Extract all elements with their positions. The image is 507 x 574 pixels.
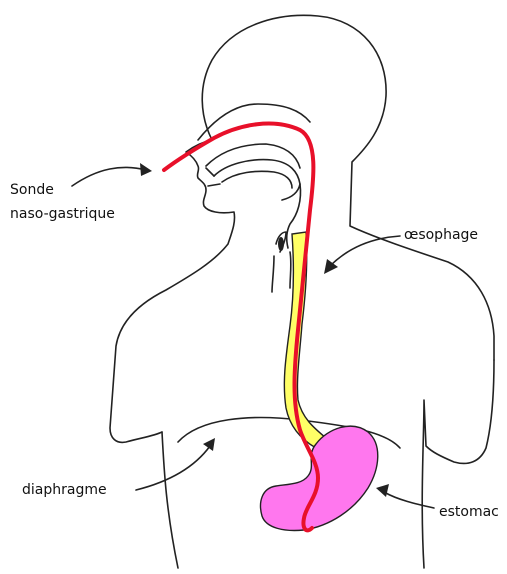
arrow-icon [140, 163, 152, 176]
trachea-line [290, 252, 291, 288]
torso-left-outline [162, 432, 178, 568]
label-sonde-line2: naso-gastrique [10, 203, 115, 225]
label-oesophage: œsophage [404, 224, 478, 246]
label-diaphragme: diaphragme [22, 479, 107, 501]
label-sonde-line1: Sonde [10, 179, 54, 201]
tongue [222, 171, 292, 188]
teeth-lower [208, 184, 220, 186]
label-estomac: estomac [439, 501, 499, 523]
arrow-oesophage [330, 236, 400, 266]
arrow-estomac [384, 492, 434, 508]
larynx-line [272, 256, 274, 292]
arrow-icon [376, 484, 389, 497]
nasal-cavity [198, 104, 310, 140]
vocal-cord-left [278, 237, 284, 251]
torso-right-outline [422, 360, 494, 568]
arrow-sonde [72, 167, 146, 186]
arrow-diaphragme [136, 446, 210, 490]
teeth-upper [206, 168, 214, 176]
arrow-icon [203, 438, 215, 451]
head-outline [202, 15, 494, 360]
